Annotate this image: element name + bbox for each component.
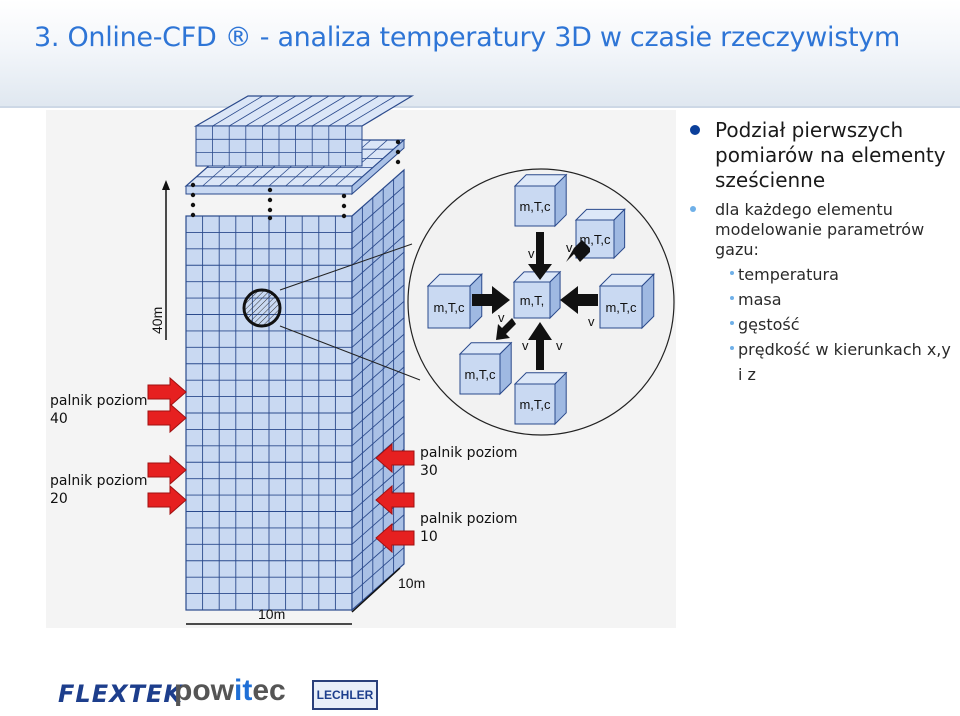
depth-label: 10m bbox=[398, 575, 425, 591]
velocity-arrow-down bbox=[528, 232, 552, 280]
slide-title: 3. Online-CFD ® - analiza temperatury 3D… bbox=[34, 22, 900, 53]
zoom-connector-top bbox=[279, 243, 413, 291]
cell-center: m,T, bbox=[512, 270, 562, 320]
bullet-list: Podział pierwszych pomiarów na elementy … bbox=[690, 118, 955, 387]
cell-bottom-left: m,T,c bbox=[458, 341, 513, 396]
bullet-dot-icon bbox=[730, 346, 734, 350]
burner-arrow-30b bbox=[375, 484, 415, 516]
height-label: 40m bbox=[149, 307, 165, 334]
velocity-arrow-left bbox=[560, 286, 598, 314]
zoom-cells: m,T,c m,T,c m,T,c m,T,c m,T,c m,T,c m,T, v v v v v v bbox=[426, 173, 655, 426]
cell-top: m,T,c bbox=[513, 173, 568, 228]
lechler-logo: LECHLER bbox=[312, 680, 378, 710]
velocity-arrow-up bbox=[528, 322, 552, 370]
cell-left: m,T,c bbox=[426, 273, 483, 330]
velocity-arrow-right bbox=[472, 286, 510, 314]
velocity-label: v bbox=[528, 246, 535, 261]
burner-arrow-30a bbox=[375, 442, 415, 474]
bullet-dot-icon bbox=[690, 206, 696, 212]
burner-arrow-40b bbox=[147, 402, 187, 434]
velocity-label: v bbox=[556, 338, 563, 353]
powitec-logo: powitec bbox=[174, 674, 286, 707]
cell-params-label: m,T, bbox=[520, 293, 545, 308]
burner-arrows bbox=[147, 376, 415, 554]
cell-params-label: m,T,c bbox=[519, 199, 551, 214]
velocity-label: v bbox=[498, 310, 505, 325]
ellipsis-dots bbox=[190, 139, 401, 221]
cell-bottom: m,T,c bbox=[513, 371, 568, 426]
bullet-sub: dla każdego elementu modelowanie paramet… bbox=[690, 200, 955, 260]
burner-arrow-20b bbox=[147, 484, 187, 516]
bullet-item: prędkość w kierunkach x,y i z bbox=[690, 337, 955, 387]
bullet-dot-icon bbox=[730, 296, 734, 300]
cell-params-label: m,T,c bbox=[433, 300, 465, 315]
cell-params-label: m,T,c bbox=[464, 367, 496, 382]
bullet-item: gęstość bbox=[690, 312, 955, 337]
cell-params-label: m,T,c bbox=[579, 232, 611, 247]
furnace-grid bbox=[184, 95, 415, 612]
width-label: 10m bbox=[258, 606, 285, 622]
bullet-main: Podział pierwszych pomiarów na elementy … bbox=[690, 118, 955, 193]
velocity-label: v bbox=[566, 240, 573, 255]
depth-dimension-line bbox=[351, 567, 401, 613]
bullet-dot-icon bbox=[690, 125, 700, 135]
velocity-label: v bbox=[522, 338, 529, 353]
bullet-item: masa bbox=[690, 287, 955, 312]
height-dimension-arrowhead bbox=[162, 180, 170, 190]
zoom-connector-bottom bbox=[279, 325, 421, 381]
velocity-arrow-diag2 bbox=[496, 318, 516, 340]
bullet-dot-icon bbox=[730, 321, 734, 325]
cell-params-label: m,T,c bbox=[519, 397, 551, 412]
highlighted-cell bbox=[242, 288, 282, 328]
burner-arrow-40a bbox=[147, 376, 187, 408]
flextek-logo: FLEXTEK bbox=[58, 680, 183, 708]
velocity-arrow-diag bbox=[566, 240, 590, 262]
cell-right: m,T,c bbox=[598, 273, 655, 330]
velocity-label: v bbox=[588, 314, 595, 329]
burner-arrow-20a bbox=[147, 454, 187, 486]
burner-arrow-10a bbox=[375, 522, 415, 554]
bullet-item: temperatura bbox=[690, 262, 955, 287]
cell-params-label: m,T,c bbox=[605, 300, 637, 315]
bullet-dot-icon bbox=[730, 271, 734, 275]
title-band bbox=[0, 0, 960, 108]
